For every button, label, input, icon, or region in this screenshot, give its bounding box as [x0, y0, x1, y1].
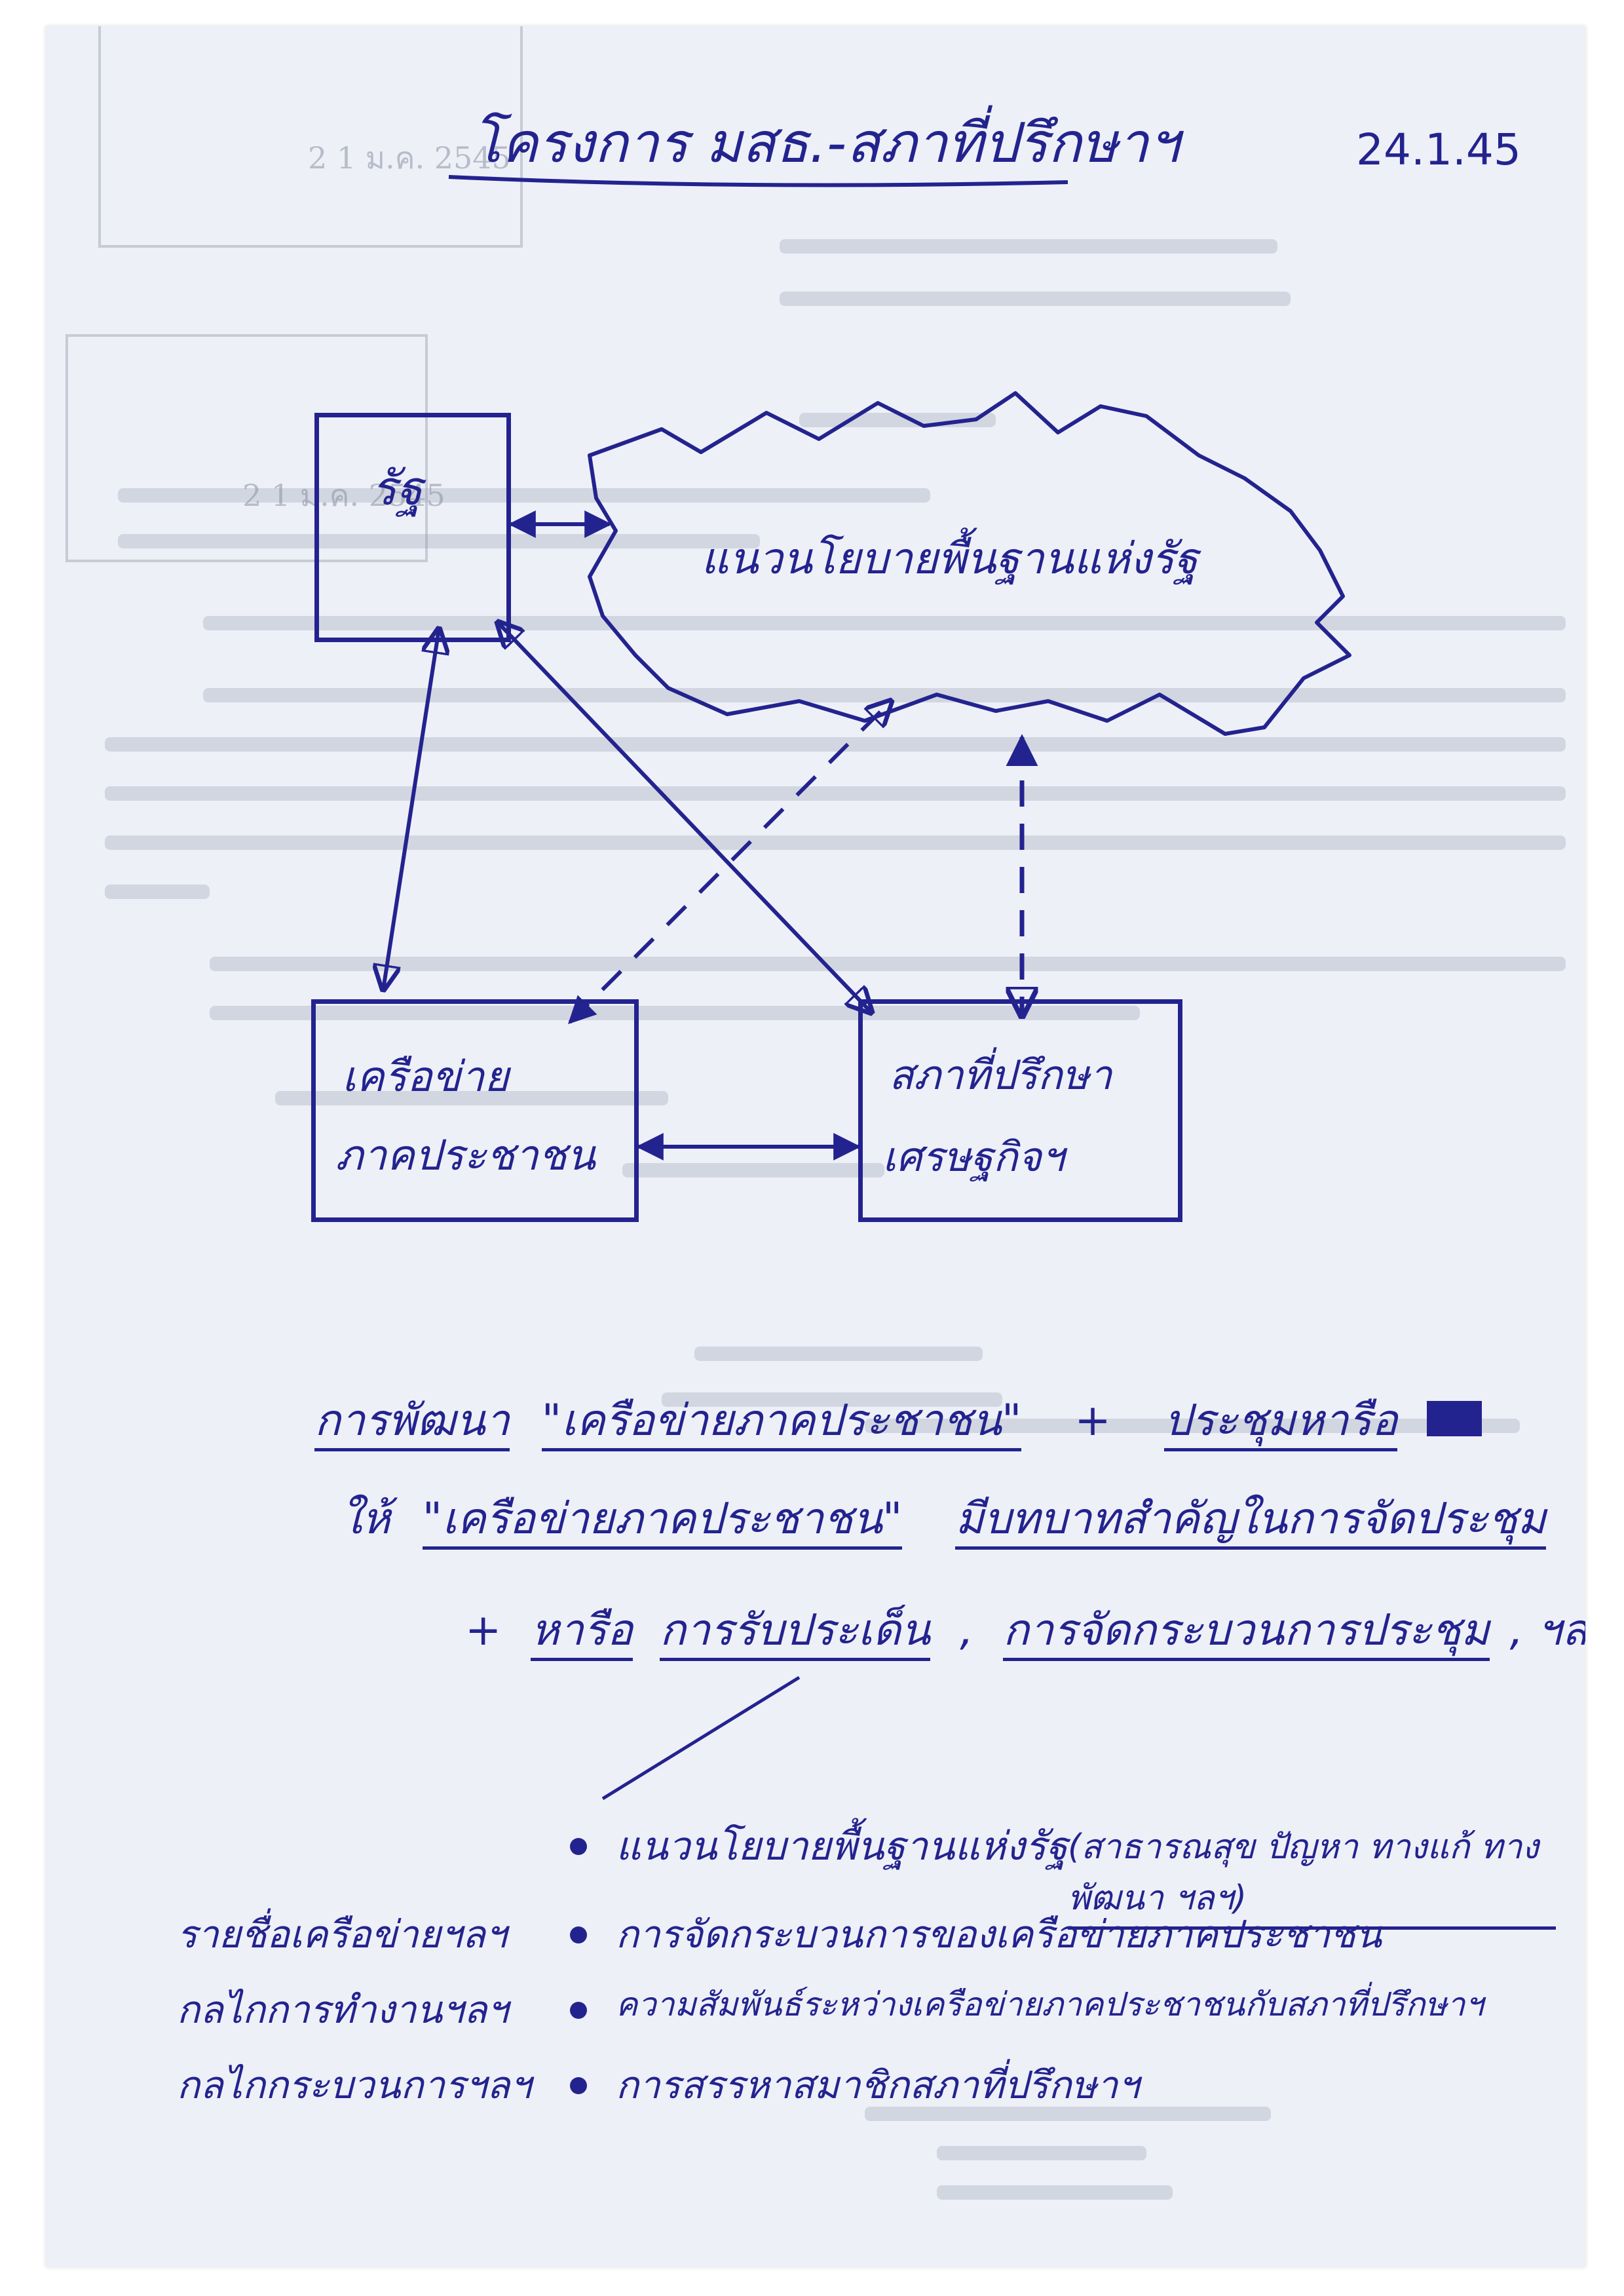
network-box: เครือข่าย ภาคประชาชน: [311, 999, 639, 1222]
bullet-3-text: ความสัมพันธ์ระหว่างเครือข่ายภาคประชาชนกั…: [616, 1985, 1484, 2023]
diagram-arrows: [46, 175, 1482, 1801]
bullet-3-left: กลไกการทำงานฯลฯ: [177, 1987, 508, 2032]
note-date: 24.1.45: [1356, 124, 1521, 175]
council-label-line1: สภาที่ปรึกษา: [889, 1051, 1112, 1099]
line1-part-a: การพัฒนา: [314, 1395, 510, 1451]
network-label-line2: ภาคประชาชน: [335, 1132, 595, 1180]
council-box: สภาที่ปรึกษา เศรษฐกิจฯ: [858, 999, 1182, 1222]
paper-sheet: 2 1 ม.ค. 2545 2 1 ม.ค. 2545: [46, 26, 1585, 2267]
bullet-1-paren: (สาธารณสุข ปัญหา ทางแก้ ทางพัฒนา ฯลฯ): [1068, 1822, 1556, 1930]
bullet-2-left: รายชื่อเครือข่ายฯลฯ: [177, 1912, 507, 1957]
line2-part-b: "เครือข่ายภาคประชาชน": [422, 1493, 903, 1550]
line3-part-c: การรับประเด็น: [659, 1605, 931, 1661]
bullet-4-text: การสรรหาสมาชิกสภาที่ปรึกษาฯ: [616, 2063, 1139, 2107]
bullet-4-left: กลไกกระบวนการฯลฯ: [177, 2063, 531, 2107]
line3: + หารือ การรับประเด็น , การจัดกระบวนการป…: [465, 1596, 1585, 1664]
state-box: รัฐ: [314, 413, 511, 642]
line3-part-d: ,: [960, 1605, 974, 1655]
bullet-dot-1: [570, 1838, 587, 1855]
ghost-stamp-left: [66, 334, 428, 562]
bullet-dot-4: [570, 2077, 587, 2094]
line3-part-a: +: [465, 1605, 502, 1655]
scribbled-box: [1427, 1401, 1482, 1436]
state-label: รัฐ: [371, 461, 423, 516]
line1-part-d: ประชุมหารือ: [1163, 1395, 1398, 1451]
line1-part-c: +: [1074, 1395, 1111, 1445]
line2-part-a: ให้: [341, 1493, 390, 1544]
council-label-line2: เศรษฐกิจฯ: [882, 1133, 1065, 1181]
title-underline: [448, 175, 1068, 187]
line3-part-f: , ฯลฯ: [1509, 1605, 1585, 1655]
ghost-stamp-top-date: 2 1 ม.ค. 2545: [308, 140, 511, 176]
line2-part-c: มีบทบาทสำคัญในการจัดประชุม: [955, 1493, 1546, 1550]
note-title: โครงการ มสธ.-สภาที่ปรึกษาฯ: [472, 111, 1180, 175]
line3-part-e: การจัดกระบวนการประชุม: [1003, 1605, 1490, 1661]
bullet-dot-2: [570, 1926, 587, 1943]
line2: ให้ "เครือข่ายภาคประชาชน" มีบทบาทสำคัญใน…: [341, 1484, 1546, 1553]
network-label-line1: เครือข่าย: [342, 1053, 509, 1101]
line1-part-b: "เครือข่ายภาคประชาชน": [541, 1395, 1022, 1451]
bullet-dot-3: [570, 2002, 587, 2019]
bullet-1-text: แนวนโยบายพื้นฐานแห่งรัฐ: [616, 1824, 1068, 1869]
line1: การพัฒนา "เครือข่ายภาคประชาชน" + ประชุมห…: [314, 1386, 1398, 1455]
ghost-stamp-top: [98, 26, 523, 248]
bullet-2-text: การจัดกระบวนการของเครือข่ายภาคประชาชน: [616, 1912, 1382, 1957]
line3-part-b: หารือ: [531, 1605, 633, 1661]
ghost-stamp-left-date: 2 1 ม.ค. 2545: [242, 478, 445, 513]
policy-cloud-label: แนวนโยบายพื้นฐานแห่งรัฐ: [701, 533, 1198, 584]
